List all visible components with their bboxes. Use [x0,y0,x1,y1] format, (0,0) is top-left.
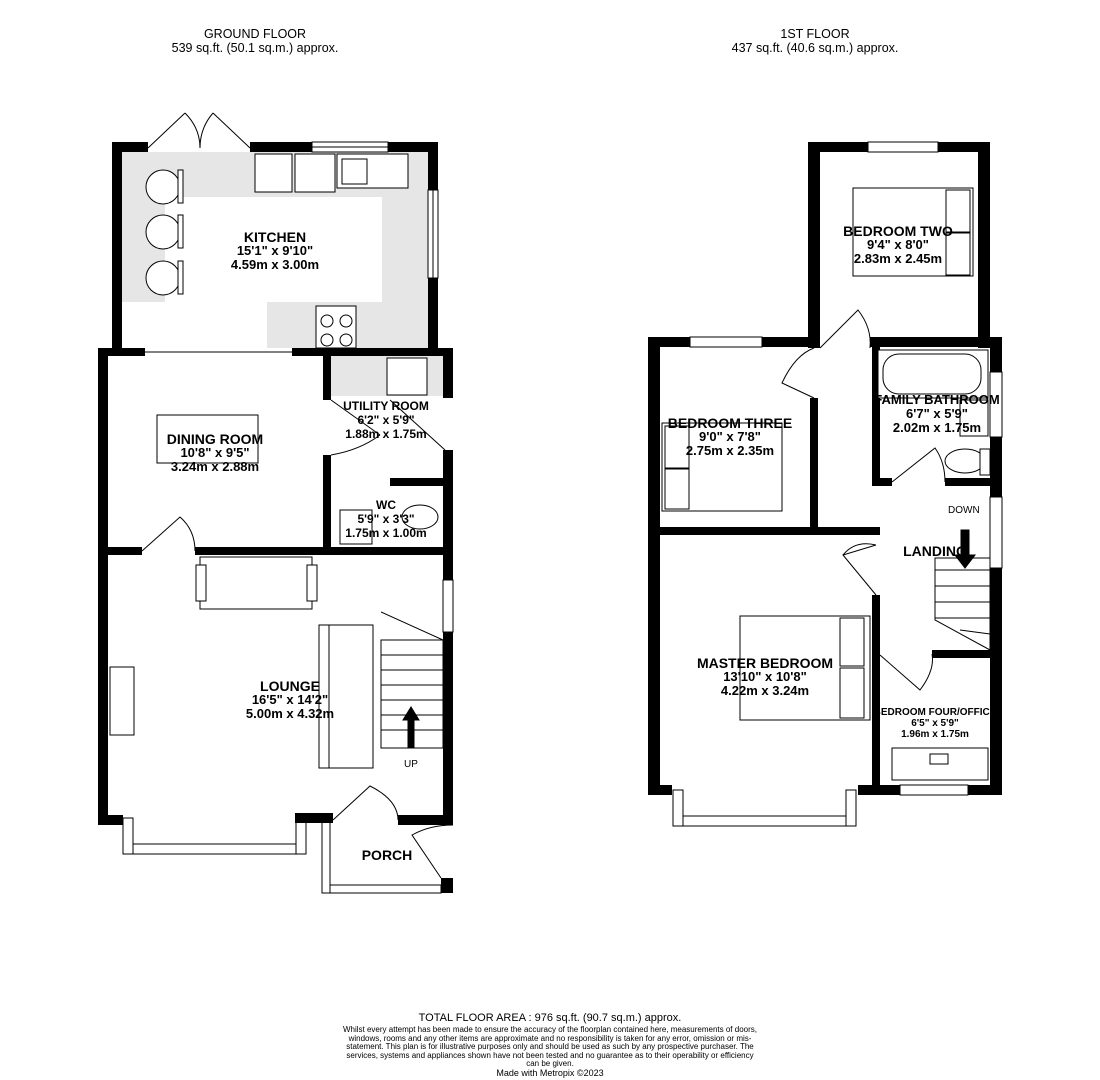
first-floor-windows-doors [672,141,1003,827]
room-imperial: 9'4" x 8'0" [867,237,929,252]
disclaimer: Whilst every attempt has been made to en… [342,1025,757,1069]
room-name: PORCH [361,847,413,863]
room-name: BEDROOM FOUR/OFFICE [880,707,990,718]
room-name: FAMILY BATHROOM [874,393,1000,407]
room-name: BEDROOM TWO [843,223,953,239]
room-imperial: 15'1" x 9'10" [236,243,314,258]
stairs-down [934,529,991,651]
room-kitchen: KITCHEN 15'1" x 9'10" 4.59m x 3.00m [195,230,355,272]
first-floor-area: 437 sq.ft. (40.6 sq.m.) approx. [731,41,899,55]
room-metric: 2.83m x 2.45m [853,251,943,266]
room-imperial: 6'7" x 5'9" [906,406,968,421]
room-name: LANDING [903,543,967,559]
ground-floor-header: GROUND FLOOR 539 sq.ft. (50.1 sq.m.) app… [150,27,360,55]
ground-floor-walls [98,142,453,893]
room-metric: 1.75m x 1.00m [345,526,427,540]
credit: Made with Metropix ©2023 [496,1068,604,1078]
room-landing: LANDING [890,544,980,558]
room-metric: 3.24m x 2.88m [170,459,260,474]
room-imperial: 6'2" x 5'9" [357,413,415,427]
room-lounge: LOUNGE 16'5" x 14'2" 5.00m x 4.32m [210,679,370,721]
room-utility: UTILITY ROOM 6'2" x 5'9" 1.88m x 1.75m [316,399,456,441]
room-metric: 2.75m x 2.35m [685,443,775,458]
stairs-up [380,611,444,749]
first-floor-header: 1ST FLOOR 437 sq.ft. (40.6 sq.m.) approx… [710,27,920,55]
stairs-down-label: DOWN [948,505,980,516]
room-wc: WC 5'9" x 3'3" 1.75m x 1.00m [326,498,446,540]
first-floor-fittings [661,187,991,781]
stairs-up-label: UP [404,759,418,770]
room-name: KITCHEN [243,229,307,245]
room-imperial: 5'9" x 3'3" [357,512,415,526]
ground-floor-area: 539 sq.ft. (50.1 sq.m.) approx. [171,41,339,55]
room-metric: 1.96m x 1.75m [901,729,969,740]
room-dining: DINING ROOM 10'8" x 9'5" 3.24m x 2.88m [135,432,295,474]
room-name: DINING ROOM [166,431,264,447]
room-metric: 5.00m x 4.32m [245,706,335,721]
room-bedroom-four-office: BEDROOM FOUR/OFFICE 6'5" x 5'9" 1.96m x … [880,707,990,740]
room-porch: PORCH [340,848,434,862]
room-imperial: 6'5" x 5'9" [911,718,959,729]
room-name: MASTER BEDROOM [696,655,834,671]
room-name: LOUNGE [260,678,320,694]
room-imperial: 16'5" x 14'2" [251,692,329,707]
first-floor-title: 1ST FLOOR [780,27,850,41]
first-floor-walls [648,142,1002,795]
room-master-bedroom: MASTER BEDROOM 13'10" x 10'8" 4.22m x 3.… [680,656,850,698]
ground-floor-windows [122,112,454,894]
room-name: UTILITY ROOM [343,399,429,413]
room-bedroom-two: BEDROOM TWO 9'4" x 8'0" 2.83m x 2.45m [818,224,978,266]
room-imperial: 13'10" x 10'8" [723,669,807,684]
room-bedroom-three: BEDROOM THREE 9'0" x 7'8" 2.75m x 2.35m [650,416,810,458]
room-name: WC [376,498,396,512]
room-name: BEDROOM THREE [667,415,793,431]
room-metric: 4.59m x 3.00m [230,257,320,272]
ground-floor-title: GROUND FLOOR [203,27,307,41]
room-imperial: 9'0" x 7'8" [699,429,761,444]
room-metric: 2.02m x 1.75m [892,420,982,435]
room-imperial: 10'8" x 9'5" [180,445,250,460]
total-floor-area: TOTAL FLOOR AREA : 976 sq.ft. (90.7 sq.m… [418,1012,682,1024]
room-metric: 1.88m x 1.75m [345,427,427,441]
room-metric: 4.22m x 3.24m [720,683,810,698]
kitchen-fittings [109,153,439,769]
room-family-bathroom: FAMILY BATHROOM 6'7" x 5'9" 2.02m x 1.75… [872,393,1002,435]
